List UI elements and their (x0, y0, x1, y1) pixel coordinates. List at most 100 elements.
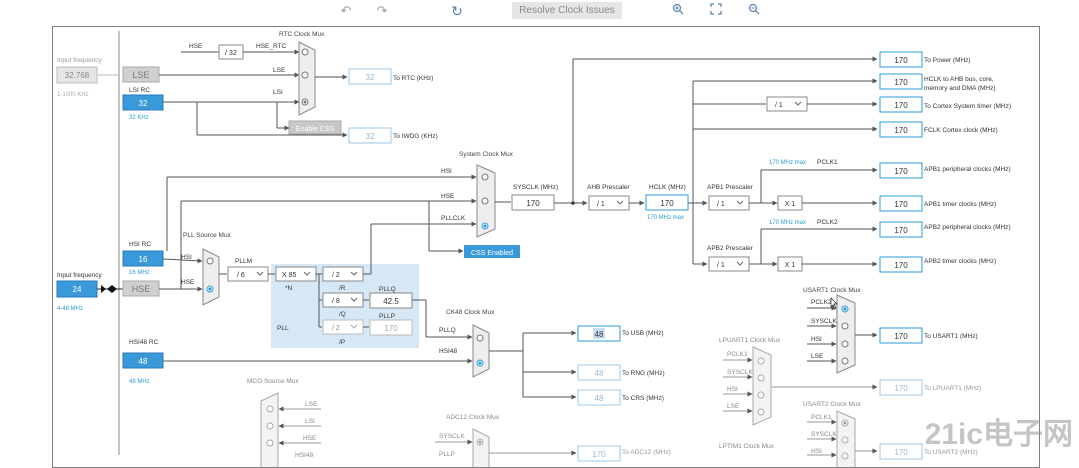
pll-source-mux-title: PLL Source Mux (183, 232, 232, 239)
adc12-output-label: To ADC12 (MHz) (622, 449, 671, 456)
ck48-pllq-radio[interactable] (476, 334, 484, 342)
hclk-value: 170 (660, 199, 674, 208)
usart2-output-label: To USART2 (MHz) (924, 449, 978, 456)
hclk-ahb-output-value: 170 (894, 78, 908, 87)
hse-input-frequency-value: 24 (73, 285, 82, 294)
apb2-prescaler-dropdown[interactable] (708, 256, 750, 272)
cortex-timer-output-label: To Cortex System timer (MHz) (924, 103, 1011, 110)
power-output-value: 170 (894, 56, 908, 65)
apb2-peripheral-output-label: APB2 peripheral clocks (MHz) (924, 224, 1011, 231)
rng-output-field[interactable] (577, 364, 621, 381)
zoom-in-icon[interactable] (670, 2, 686, 20)
sysmux-hsi-radio[interactable] (481, 173, 489, 181)
lpuart1-sysclk-radio[interactable] (757, 374, 765, 382)
apb1-timer-output-field[interactable] (879, 195, 923, 212)
apb1-timer-output-label: APB1 timer clocks (MHz) (924, 201, 996, 208)
rtc-output-field[interactable] (348, 68, 392, 85)
pllq-dropdown[interactable] (322, 292, 364, 308)
pllm-value: / 6 (237, 272, 245, 279)
rtc-clock-mux[interactable] (298, 41, 316, 116)
adc12-pllp-label: PLLP (439, 451, 455, 458)
mco-lsi-radio[interactable] (266, 422, 274, 430)
cortex-timer-divider-dropdown[interactable] (766, 96, 808, 112)
usart2-output-value: 170 (894, 448, 908, 457)
iwdg-output-field[interactable] (348, 127, 392, 144)
fclk-output-field[interactable] (879, 121, 923, 138)
apb2-prescaler-label: APB2 Prescaler (707, 245, 754, 252)
sysclk-label: SYSCLK (MHz) (513, 184, 558, 191)
hclk-ahb-output-field[interactable] (879, 73, 923, 90)
pllm-dropdown[interactable] (227, 266, 269, 282)
lpuart1-output-field[interactable] (879, 379, 923, 396)
usart2-sysclk-radio[interactable] (841, 436, 849, 444)
apb2-peripheral-output-field[interactable] (879, 221, 923, 238)
usart1-output-field[interactable] (879, 327, 923, 344)
mco-lse-radio[interactable] (266, 405, 274, 413)
sysmux-pllclk-label: PLLCLK (441, 215, 466, 222)
lpuart1-clock-mux[interactable] (752, 346, 772, 426)
cortex-timer-output-field[interactable] (879, 96, 923, 113)
fit-icon[interactable] (708, 2, 724, 20)
iwdg-output-label: To IWDG (KHz) (393, 133, 438, 140)
power-output-label: To Power (MHz) (924, 57, 971, 64)
apb1-timer-output-value: 170 (894, 200, 908, 209)
lpuart1-sysclk-label: SYSCLK (727, 369, 753, 376)
mco-hse-radio[interactable] (266, 439, 274, 447)
apb1-peripheral-output-value: 170 (894, 167, 908, 176)
hsi-unit: 16 MHz (129, 270, 150, 276)
chevron-down-icon (736, 200, 744, 205)
apb2-timer-output-field[interactable] (879, 256, 923, 273)
ck48-clock-mux[interactable] (472, 324, 490, 378)
usart1-hsi-label: HSI (811, 336, 822, 343)
zoom-out-icon[interactable] (746, 2, 762, 20)
lsi-unit: 32 KHz (129, 115, 149, 121)
lptim1-mux-title: LPTIM1 Clock Mux (719, 443, 775, 450)
pll-source-hsi-radio[interactable] (206, 257, 214, 265)
mco-hsi48-label: HSI48 (295, 452, 313, 459)
rtc-mux-hse-radio[interactable] (301, 48, 309, 56)
lsi-value: 32 (139, 99, 148, 108)
usart1-clock-mux[interactable] (836, 294, 856, 374)
resolve-clock-issues-button[interactable]: Resolve Clock Issues (512, 2, 622, 19)
hse-input-frequency-label: Input frequency (57, 272, 103, 279)
css-enabled-button[interactable] (464, 245, 520, 258)
pllp-dropdown[interactable] (322, 319, 364, 335)
usart1-hsi-radio[interactable] (841, 340, 849, 348)
pllp-output-field[interactable] (369, 319, 413, 336)
ahb-prescaler-dropdown[interactable] (588, 195, 630, 211)
crs-output-field[interactable] (577, 389, 621, 406)
css-enabled-label: CSS Enabled (471, 250, 513, 257)
redo-icon[interactable]: ↷ (376, 3, 388, 18)
lpuart1-output-label: To LPUART1 (MHz) (924, 385, 981, 392)
hclk-ahb-output-label-2: memory and DMA (MHz) (924, 85, 996, 92)
rtc-output-label: To RTC (KHz) (393, 75, 433, 82)
hsi-rc-block[interactable] (122, 250, 164, 267)
apb1-prescaler-dropdown[interactable] (708, 195, 750, 211)
adc12-clock-mux[interactable] (472, 428, 490, 467)
sysmux-hsi-label: HSI (441, 168, 452, 175)
fclk-output-label: FCLK Cortex clock (MHz) (924, 127, 998, 134)
lpuart1-pclk1-radio[interactable] (757, 357, 765, 365)
pllr-dropdown[interactable] (322, 266, 364, 282)
usart1-sysclk-radio[interactable] (841, 322, 849, 330)
usart1-lse-label: LSE (811, 353, 824, 360)
pll-source-mux[interactable] (202, 248, 220, 306)
usart1-lse-radio[interactable] (841, 357, 849, 365)
apb1-peripheral-output-field[interactable] (879, 162, 923, 179)
refresh-icon[interactable]: ↻ (451, 3, 463, 19)
rng-output-value: 48 (595, 369, 604, 378)
lpuart1-lse-radio[interactable] (757, 408, 765, 416)
sysmux-hse-radio[interactable] (481, 197, 489, 205)
lpuart1-hsi-radio[interactable] (757, 391, 765, 399)
usart2-sysclk-label: SYSCLK (811, 431, 837, 438)
chevron-down-icon (350, 324, 358, 329)
lse-input-frequency-value: 32.768 (65, 71, 90, 80)
pllr-value: / 2 (332, 272, 340, 279)
rtc-hse-divider-value: / 32 (225, 50, 237, 57)
power-output-field[interactable] (879, 51, 923, 68)
mco-source-mux[interactable] (260, 392, 279, 467)
rtc-mux-lse-radio[interactable] (301, 71, 309, 79)
lse-range: 1-1000 KHz (57, 92, 89, 98)
hsi-value: 16 (139, 255, 148, 264)
undo-icon[interactable]: ↶ (340, 3, 352, 18)
